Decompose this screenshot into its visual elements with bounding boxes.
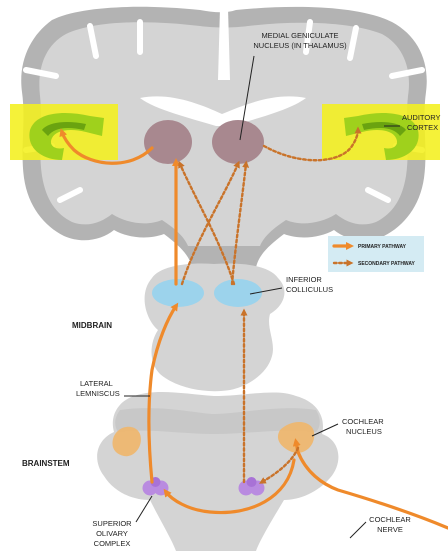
svg-text:INFERIOR: INFERIOR xyxy=(286,275,322,284)
svg-text:NUCLEUS: NUCLEUS xyxy=(346,427,382,436)
cochlear-nucleus-label: COCHLEAR NUCLEUS xyxy=(342,417,384,436)
auditory-cortex-label: AUDITORY CORTEX xyxy=(402,113,440,132)
legend: PRIMARY PATHWAY SECONDARY PATHWAY xyxy=(328,236,424,272)
cochlear-nerve-label: COCHLEAR NERVE xyxy=(369,515,411,534)
svg-text:COCHLEAR: COCHLEAR xyxy=(342,417,384,426)
svg-text:COLLICULUS: COLLICULUS xyxy=(286,285,333,294)
lateral-lemniscus-label: LATERAL LEMNISCUS xyxy=(76,379,120,398)
svg-text:AUDITORY: AUDITORY xyxy=(402,113,440,122)
brainstem-label: BRAINSTEM xyxy=(22,459,70,468)
svg-text:NERVE: NERVE xyxy=(377,525,403,534)
medial-geniculate-label: MEDIAL GENICULATE NUCLEUS (IN THALAMUS) xyxy=(253,31,347,50)
svg-text:COMPLEX: COMPLEX xyxy=(94,539,131,548)
midbrain-label: MIDBRAIN xyxy=(72,321,112,330)
brainstem xyxy=(97,264,338,551)
legend-primary-label: PRIMARY PATHWAY xyxy=(358,244,407,250)
svg-text:NUCLEUS (IN THALAMUS): NUCLEUS (IN THALAMUS) xyxy=(253,41,347,50)
cochlear-nerve-leader xyxy=(350,522,366,538)
longitudinal-fissure xyxy=(218,8,230,80)
legend-secondary-label: SECONDARY PATHWAY xyxy=(358,261,416,267)
svg-text:CORTEX: CORTEX xyxy=(407,123,438,132)
superior-olivary-label: SUPERIOR OLIVARY COMPLEX xyxy=(92,519,132,548)
inferior-colliculus-label: INFERIOR COLLICULUS xyxy=(286,275,333,294)
svg-text:MEDIAL GENICULATE: MEDIAL GENICULATE xyxy=(261,31,338,40)
svg-text:COCHLEAR: COCHLEAR xyxy=(369,515,411,524)
svg-text:LATERAL: LATERAL xyxy=(80,379,113,388)
medial-geniculate-right xyxy=(212,120,264,164)
svg-text:LEMNISCUS: LEMNISCUS xyxy=(76,389,120,398)
svg-text:SUPERIOR: SUPERIOR xyxy=(92,519,132,528)
inferior-colliculus-left xyxy=(152,279,204,307)
superior-olivary-leader xyxy=(136,496,152,522)
svg-text:OLIVARY: OLIVARY xyxy=(96,529,128,538)
medial-geniculate-left xyxy=(144,120,192,164)
